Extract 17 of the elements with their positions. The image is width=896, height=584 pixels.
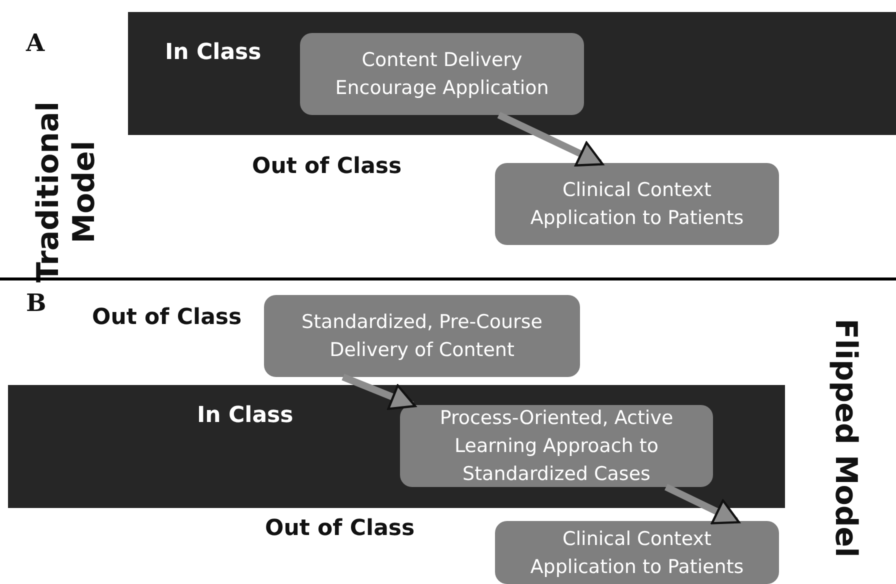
arrow — [664, 484, 740, 524]
region-label: Out of Class — [265, 516, 415, 541]
band-title: In Class — [165, 40, 262, 65]
process-box: Content Delivery Encourage Application — [300, 33, 584, 115]
region-label: Out of Class — [92, 305, 242, 330]
class-band — [128, 12, 896, 135]
vertical-label: Traditional Model — [31, 100, 103, 285]
process-box: Clinical Context Application to Patients — [495, 521, 779, 584]
panel-letter: B — [26, 288, 46, 317]
class-band — [8, 385, 785, 508]
vertical-label: Flipped Model — [827, 318, 863, 560]
panel-letter: A — [26, 28, 45, 57]
process-box: Standardized, Pre-Course Delivery of Content — [264, 295, 580, 377]
process-box: Process-Oriented, Active Learning Approach to Standardized Cases — [400, 405, 713, 487]
process-box: Clinical Context Application to Patients — [495, 163, 779, 245]
band-title: In Class — [197, 403, 294, 428]
region-label: Out of Class — [252, 154, 402, 179]
